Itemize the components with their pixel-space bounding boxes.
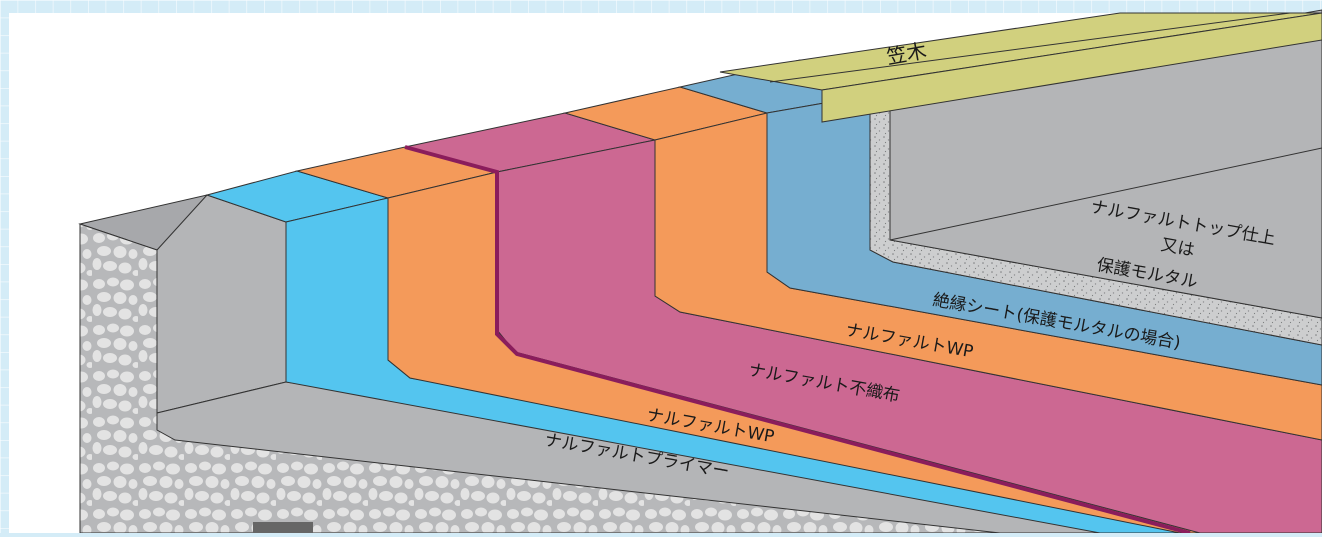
nonwoven-edge	[404, 145, 1191, 535]
kasagi-top	[719, 12, 1322, 91]
kasagi-ridge	[769, 12, 1291, 83]
top-finish-edge	[889, 147, 1322, 241]
drain-block	[253, 522, 313, 533]
kasagi-front	[821, 12, 1322, 123]
